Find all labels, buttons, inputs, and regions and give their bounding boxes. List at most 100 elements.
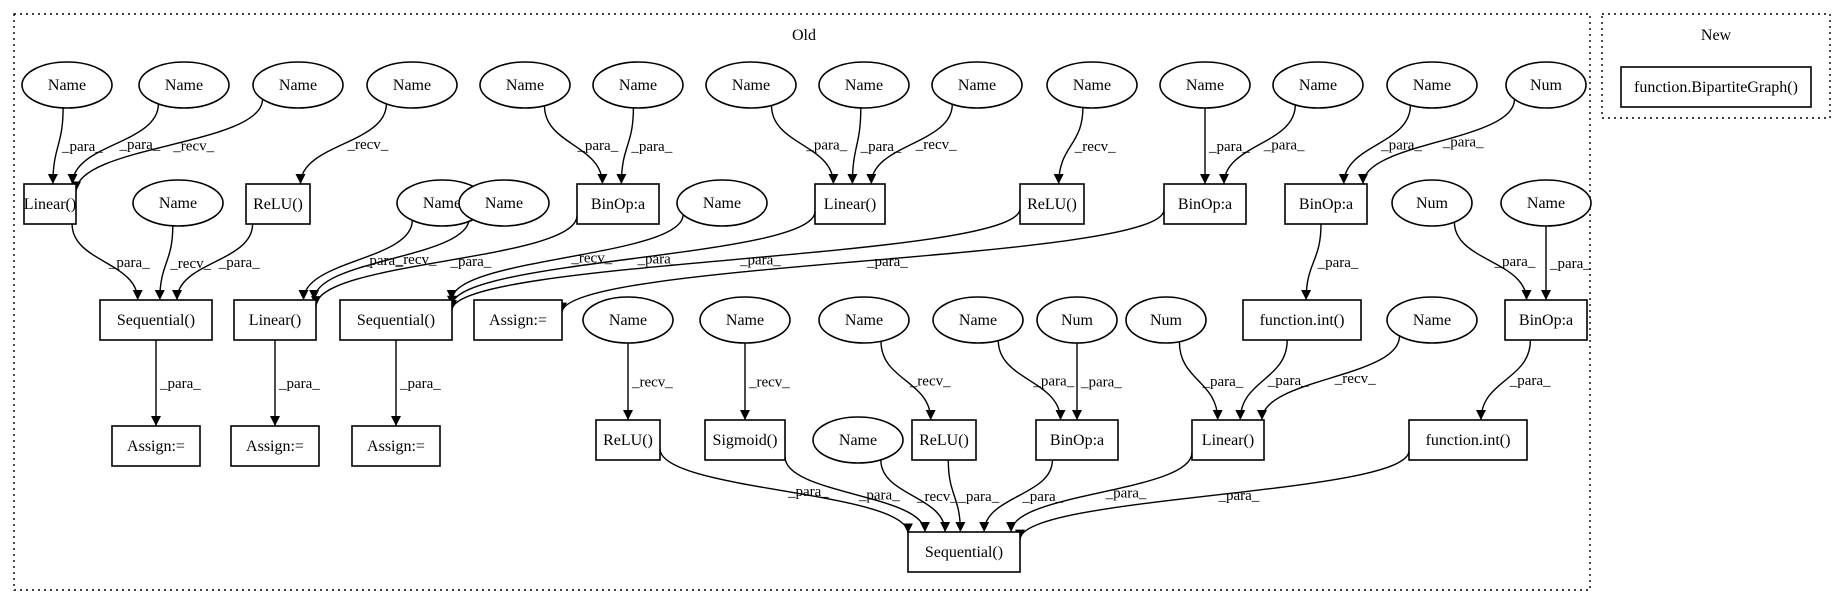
- edge-bin1-lin3: _para_: [311, 215, 578, 307]
- node-label: BinOp:a: [1050, 432, 1104, 449]
- node-n19: Name: [676, 179, 768, 227]
- node-label: Assign:=: [367, 438, 425, 455]
- edge-label: _recv_: [395, 252, 437, 268]
- edge-line: [784, 456, 930, 533]
- edge-label: _para_: [1263, 137, 1305, 153]
- node-label: Name: [159, 195, 197, 212]
- node-n24: Name: [818, 296, 910, 344]
- edge-n9-lin2: _recv_: [866, 104, 957, 185]
- node-n28: Name: [1386, 296, 1478, 344]
- node-label: Name: [726, 312, 764, 329]
- edge-n16-seq1: _recv_: [154, 225, 212, 301]
- node-asg1: Assign:=: [473, 299, 563, 341]
- node-n9: Name: [931, 61, 1023, 109]
- edge-label: _para_: [1494, 254, 1536, 270]
- edge-n18-lin3: _recv_: [309, 217, 471, 301]
- edge-label: _para_: [278, 376, 320, 392]
- edge-label: _para_: [108, 255, 150, 271]
- edge-n7-lin2: _para_: [770, 105, 848, 185]
- edge-label: _recv_: [1334, 371, 1376, 387]
- edge-line: [71, 99, 264, 192]
- edge-line: [616, 107, 635, 185]
- edge-line: [1235, 339, 1288, 421]
- node-label: function.int(): [1426, 432, 1511, 449]
- node-label: Name: [1073, 77, 1111, 94]
- edge-label: _para_: [739, 252, 781, 268]
- edge-label: _para_: [119, 137, 161, 153]
- node-label: Name: [165, 77, 203, 94]
- edge-line: [947, 459, 966, 533]
- node-label: Name: [393, 77, 431, 94]
- edge-bin5-seq3: _para_: [979, 459, 1064, 533]
- edge-line: [71, 223, 143, 301]
- edge-line: [1015, 450, 1410, 540]
- edge-line: [295, 103, 388, 185]
- edge-label: _recv_: [916, 489, 958, 505]
- edge-label: _para_: [1021, 489, 1063, 505]
- edge-line: [770, 105, 839, 185]
- cluster-old: Old: [13, 13, 1591, 591]
- node-fint2: function.int(): [1408, 419, 1528, 461]
- node-n25: Name: [932, 296, 1024, 344]
- edge-lin4-seq3: _para_: [1006, 452, 1193, 533]
- edge-relu2-seq2: _para_: [447, 208, 1021, 311]
- node-n16: Name: [132, 179, 224, 227]
- edge-line: [1453, 222, 1532, 301]
- node-label: Num: [1530, 77, 1563, 94]
- edge-label: _para_: [576, 138, 618, 154]
- edge-bin2-asg1: _para_: [557, 209, 1165, 313]
- edge-label: _recv_: [169, 256, 211, 272]
- node-lin1: Linear(): [23, 183, 77, 225]
- edge-line: [1476, 339, 1532, 421]
- node-label: Name: [485, 195, 523, 212]
- node-label: Name: [423, 195, 461, 212]
- edge-line: [1053, 107, 1084, 185]
- node-label: Name: [1186, 77, 1224, 94]
- edge-label: _para_: [1105, 485, 1147, 501]
- edge-label: _para_: [1380, 138, 1422, 154]
- node-label: Name: [958, 77, 996, 94]
- edge-line: [298, 220, 413, 301]
- edge-line: [154, 225, 174, 301]
- edge-label: _recv_: [909, 374, 951, 390]
- node-label: Name: [703, 195, 741, 212]
- edge-line: [67, 103, 160, 185]
- edge-line: [880, 459, 951, 533]
- node-seq2: Sequential(): [339, 299, 453, 341]
- edge-line: [446, 214, 684, 301]
- node-relu4: ReLU(): [911, 419, 977, 461]
- edge-label: _para_: [450, 254, 492, 270]
- edge-line: [447, 208, 1021, 311]
- edge-relu4-seq3: _para_: [947, 459, 1000, 533]
- edge-line: [309, 217, 471, 301]
- node-seq3: Sequential(): [907, 531, 1021, 573]
- edge-n3-lin1: _recv_: [71, 99, 264, 192]
- node-label: Num: [1416, 195, 1449, 212]
- edge-line: [47, 107, 64, 185]
- edge-relu1-seq1: _para_: [172, 223, 260, 301]
- cluster-label-old: Old: [792, 27, 816, 44]
- node-label: Sequential(): [925, 544, 1003, 561]
- node-n4: Name: [366, 61, 458, 109]
- edge-n21-bin4: _para_: [1541, 226, 1591, 300]
- node-n1: Name: [21, 61, 113, 109]
- node-label: ReLU(): [603, 432, 653, 449]
- node-asg4: Assign:=: [351, 425, 441, 467]
- edge-n24-relu4: _recv_: [880, 341, 951, 421]
- node-label: Name: [732, 77, 770, 94]
- edge-relu3-seq3: _para_: [659, 448, 913, 534]
- edge-label: _para_: [1218, 488, 1260, 504]
- node-label: Sequential(): [117, 312, 195, 329]
- node-lin3: Linear(): [233, 299, 317, 341]
- edge-n1-lin1: _para_: [47, 107, 103, 185]
- edge-line: [659, 448, 913, 534]
- edge-n20-bin4: _para_: [1453, 222, 1536, 301]
- edge-n11-bin2: _para_: [1200, 107, 1250, 184]
- edge-label: _para_: [1317, 255, 1359, 271]
- edge-line: [880, 341, 936, 421]
- node-lin2: Linear(): [814, 183, 886, 225]
- node-n29: Name: [812, 416, 904, 464]
- edge-n10-relu2: _recv_: [1053, 107, 1116, 185]
